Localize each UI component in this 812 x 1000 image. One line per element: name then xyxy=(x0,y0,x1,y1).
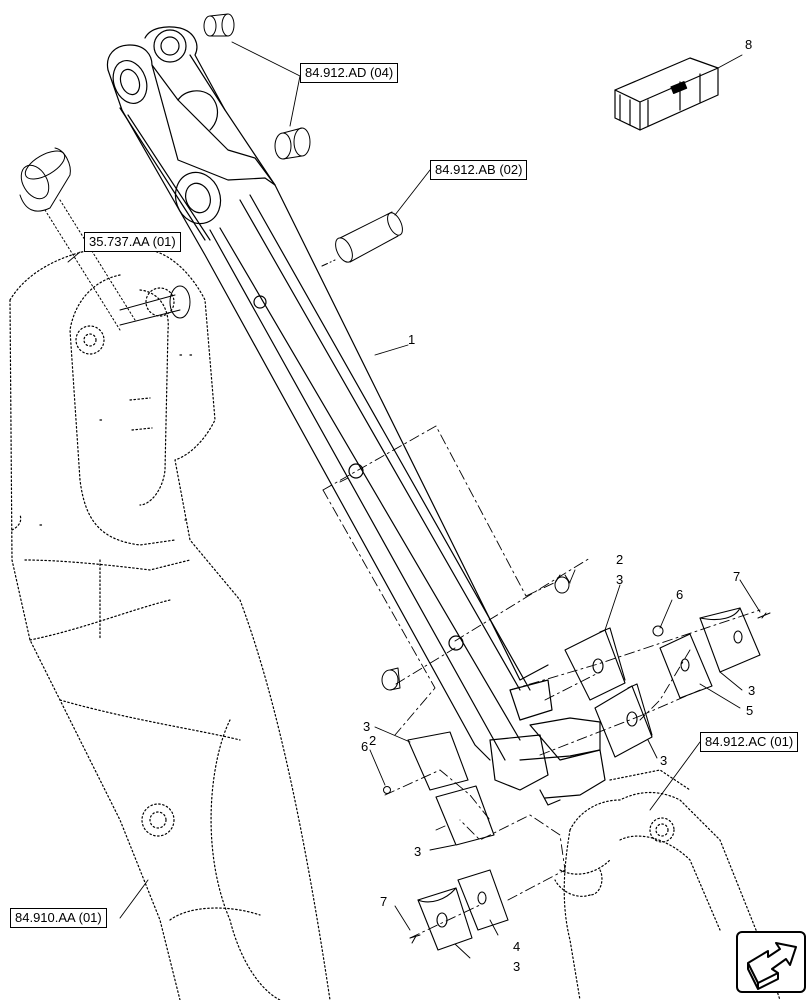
callout-3: 3 xyxy=(748,683,756,698)
bucket-link-dotted xyxy=(554,769,781,1000)
callout-7: 7 xyxy=(380,894,388,909)
leader-lines xyxy=(67,41,761,959)
boom-outline-dotted xyxy=(9,245,331,1000)
ref-label-shaft[interactable]: 35.737.AA (01) xyxy=(84,232,181,252)
callout-3: 3 xyxy=(414,844,422,859)
wear-pads xyxy=(407,607,761,951)
ref-label-pin[interactable]: 84.912.AB (02) xyxy=(430,160,528,180)
page-navigation-arrow-icon[interactable] xyxy=(736,931,806,993)
ref-label-bushings[interactable]: 84.912.AD (04) xyxy=(300,63,399,83)
callout-6: 6 xyxy=(676,587,684,602)
callout-3: 3 xyxy=(660,753,668,768)
callout-3: 3 xyxy=(616,572,624,587)
callout-8: 8 xyxy=(745,37,753,52)
alignment-lines xyxy=(322,425,761,939)
callout-7: 7 xyxy=(733,569,741,584)
callout-6: 6 xyxy=(361,739,369,754)
callout-2: 2 xyxy=(616,552,624,567)
callout-5: 5 xyxy=(746,703,754,718)
callout-4: 4 xyxy=(513,939,521,954)
callout-3: 3 xyxy=(513,959,521,974)
pin-part xyxy=(321,211,403,267)
callout-2: 2 xyxy=(369,733,377,748)
bushing-parts xyxy=(203,13,311,160)
arrow-icon xyxy=(747,942,797,990)
ref-label-boom[interactable]: 84.910.AA (01) xyxy=(10,908,107,928)
callout-1: 1 xyxy=(408,332,416,347)
dipper-arm xyxy=(106,26,606,806)
pivot-shaft-part xyxy=(19,147,191,331)
ref-label-bucket-link[interactable]: 84.912.AC (01) xyxy=(700,732,799,752)
callout-3: 3 xyxy=(363,719,371,734)
parts-kit-crate-icon xyxy=(614,57,719,131)
small-fasteners xyxy=(381,574,771,944)
